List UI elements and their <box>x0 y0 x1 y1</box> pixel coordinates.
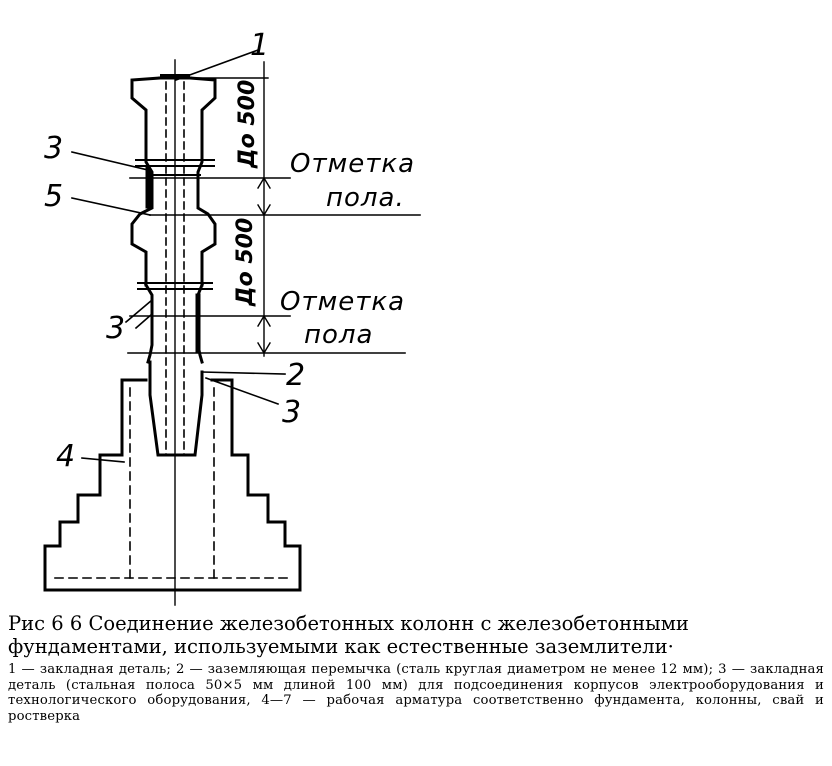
dimension-lower-label: До 500 <box>233 218 258 307</box>
label-part-4: 4 <box>56 439 75 474</box>
dimension-lines <box>189 61 271 357</box>
label-part-3-middle: 3 <box>106 311 125 346</box>
side-strips <box>145 165 201 353</box>
floor-mark-lower-line1: Отметка <box>280 287 405 317</box>
floor-mark-upper-line2: пола. <box>326 183 405 213</box>
caption-legend: 1 — закладная деталь; 2 — заземляющая пе… <box>8 662 824 724</box>
caption-title: Рис 6 6 Соединение железобетонных колонн… <box>8 612 689 658</box>
dimension-upper-label: До 500 <box>235 80 260 169</box>
foundation-reinforcement <box>54 387 293 579</box>
column-reinforcement <box>165 81 185 456</box>
foundation <box>43 378 302 592</box>
upper-column <box>130 74 217 287</box>
label-part-1: 1 <box>250 28 269 63</box>
label-part-3-lower: 3 <box>282 395 301 430</box>
embedded-bands <box>135 159 215 290</box>
label-part-2: 2 <box>286 358 305 393</box>
floor-mark-upper-line1: Отметка <box>290 149 415 179</box>
label-part-5: 5 <box>44 179 63 214</box>
column-foundation-diagram: 1 3 5 3 2 3 4 Отметка пола. Отметка пола… <box>43 28 421 606</box>
leader-lines <box>71 48 286 463</box>
figure-caption: Рис 6 6 Соединение железобетонных колонн… <box>8 612 824 724</box>
floor-mark-lower-line2: пола <box>304 320 373 350</box>
label-part-3-upper: 3 <box>44 131 63 166</box>
lower-column <box>143 282 204 457</box>
